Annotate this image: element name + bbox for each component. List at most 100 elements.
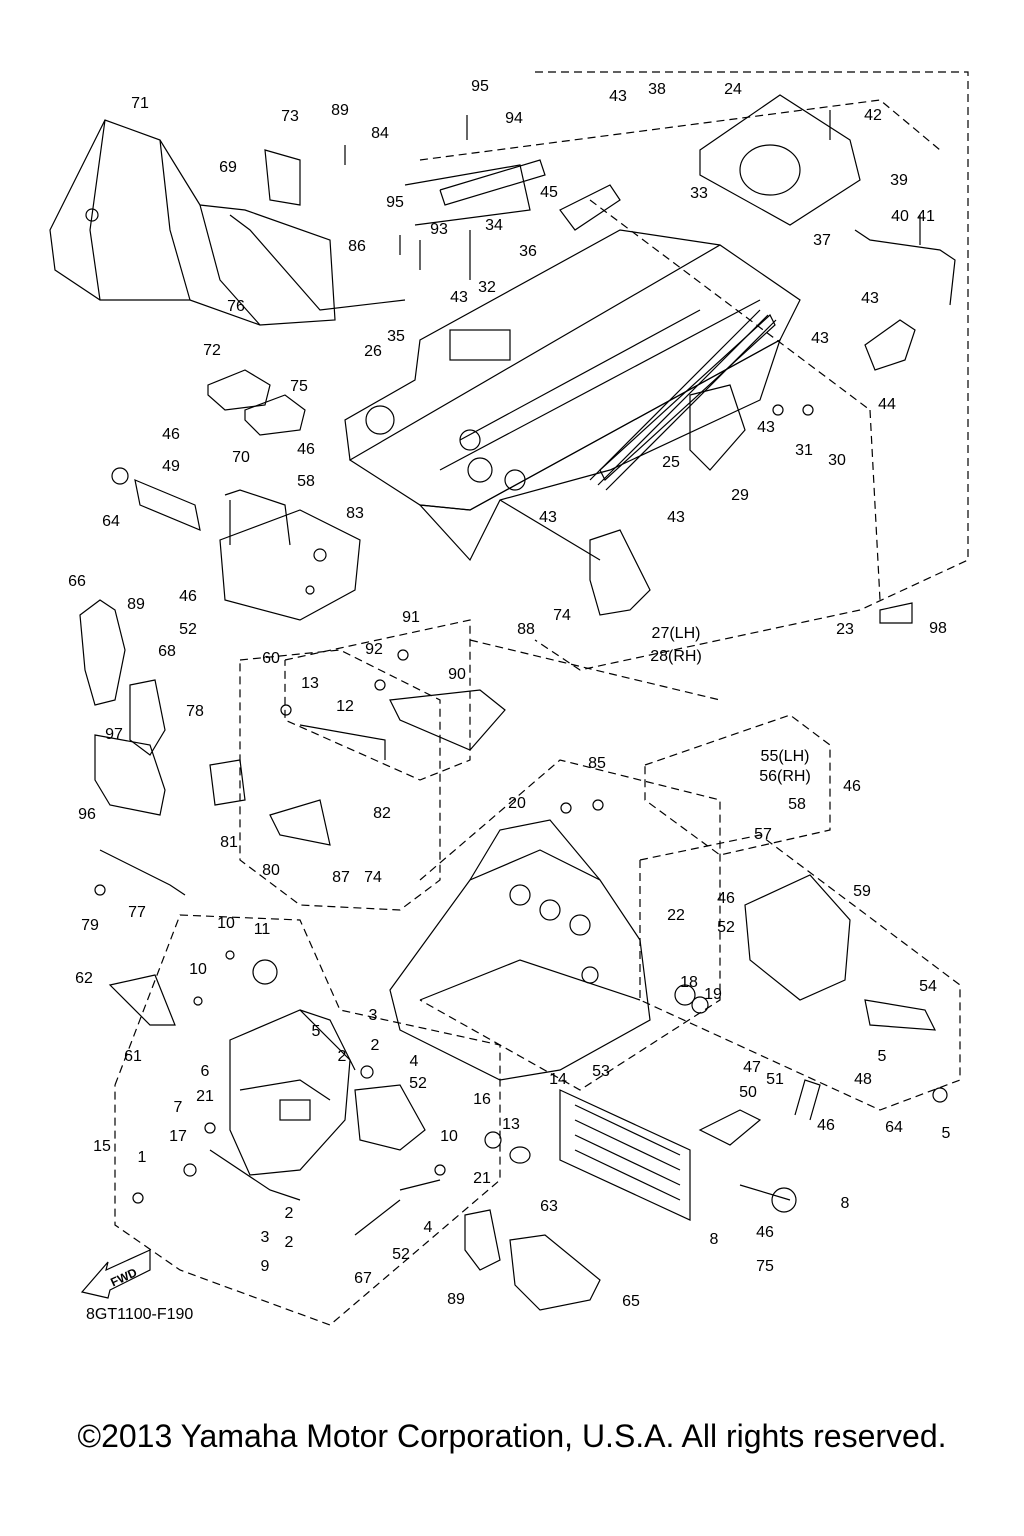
callout-label: 95 (471, 78, 489, 95)
bracket-80 (269, 799, 331, 846)
callout-label: 7 (174, 1099, 183, 1116)
guard-61 (108, 974, 176, 1026)
plate-48 (864, 999, 937, 1031)
callout-label: 43 (667, 509, 685, 526)
callout-label: 21 (196, 1088, 214, 1105)
cover-66 (79, 599, 126, 706)
callout-label: 64 (102, 513, 120, 530)
callout-label: 1 (138, 1149, 147, 1166)
callout-label: 17 (169, 1128, 187, 1145)
callout-label: 76 (227, 298, 245, 315)
callout-label: 2 (285, 1205, 294, 1222)
callout-label: 89 (127, 596, 145, 613)
callout-label: 46 (162, 426, 180, 443)
callout-label: 58 (297, 473, 315, 490)
callout-label: 90 (448, 666, 466, 683)
callout-label: 27(LH) (652, 625, 701, 642)
rear-panel-24 (699, 94, 861, 226)
exploded-parts-diagram: FWD 71 73 89 84 95 94 43 38 24 42 69 95 … (49, 71, 969, 1326)
callout-label: 80 (262, 862, 280, 879)
callout-label: 98 (929, 620, 947, 637)
callout-label: 10 (217, 915, 235, 932)
fasteners (94, 110, 948, 1236)
callout-label: 13 (502, 1116, 520, 1133)
callout-label: 21 (473, 1170, 491, 1187)
callout-label: 10 (189, 961, 207, 978)
callout-label: 89 (331, 102, 349, 119)
callout-label: 70 (232, 449, 250, 466)
callout-label: 43 (539, 509, 557, 526)
callout-label: 8 (710, 1231, 719, 1248)
callout-label: 63 (540, 1198, 558, 1215)
callout-label: 85 (588, 755, 606, 772)
callout-label: 48 (854, 1071, 872, 1088)
callout-label: 13 (301, 675, 319, 692)
callout-label: 25 (662, 454, 680, 471)
callout-label: 12 (336, 698, 354, 715)
callout-label: 9 (261, 1258, 270, 1275)
callout-label: 5 (312, 1023, 321, 1040)
fwd-arrow-label: FWD (108, 1265, 139, 1289)
callout-label: 79 (81, 917, 99, 934)
bracket-27-28 (589, 529, 651, 616)
callout-label: 44 (878, 396, 896, 413)
callout-label: 68 (158, 643, 176, 660)
chassis-tunnel (344, 159, 801, 562)
grab-handle-39 (854, 229, 956, 306)
callout-label: 52 (409, 1075, 427, 1092)
callout-label: 46 (717, 890, 735, 907)
bracket-29 (689, 384, 746, 471)
callout-label: 57 (754, 826, 772, 843)
stopper-44 (864, 319, 916, 371)
callout-label: 28(RH) (650, 648, 702, 665)
callout-label: 18 (680, 974, 698, 991)
diagram-code: 8GT1100-F190 (86, 1306, 194, 1323)
callout-label: 59 (853, 883, 871, 900)
callout-label: 52 (392, 1246, 410, 1263)
callout-label: 33 (690, 185, 708, 202)
callout-label: 31 (795, 442, 813, 459)
callout-label: 60 (262, 650, 280, 667)
callout-label: 23 (836, 621, 854, 638)
callout-label: 91 (402, 609, 420, 626)
callout-label: 78 (186, 703, 204, 720)
callout-label: 20 (508, 795, 526, 812)
callout-label: 43 (450, 289, 468, 306)
callout-label: 46 (179, 588, 197, 605)
callout-label: 36 (519, 243, 537, 260)
callout-label: 54 (919, 978, 937, 995)
callout-label: 26 (364, 343, 382, 360)
callout-label: 39 (890, 172, 908, 189)
callout-label: 43 (609, 88, 627, 105)
callout-label: 43 (861, 290, 879, 307)
callout-label: 74 (553, 607, 571, 624)
copyright-notice: ©2013 Yamaha Motor Corporation, U.S.A. A… (77, 1418, 947, 1454)
callout-label: 53 (592, 1063, 610, 1080)
bracket-50 (698, 1109, 762, 1146)
callout-label: 22 (667, 907, 685, 924)
callout-label: 46 (817, 1117, 835, 1134)
callout-label: 96 (78, 806, 96, 823)
callout-label: 3 (261, 1229, 270, 1246)
callout-label: 19 (704, 986, 722, 1003)
callout-label: 46 (843, 778, 861, 795)
callout-label: 14 (549, 1071, 567, 1088)
callout-label: 4 (424, 1219, 433, 1236)
callout-label: 52 (717, 919, 735, 936)
callout-label: 97 (105, 726, 123, 743)
fwd-arrow-icon (80, 1249, 151, 1299)
callout-label: 64 (885, 1119, 903, 1136)
heat-exchanger-rail (589, 309, 777, 491)
callout-label: 66 (68, 573, 86, 590)
callout-label: 95 (386, 194, 404, 211)
bracket-51 (794, 1079, 821, 1121)
cover-96 (94, 734, 166, 816)
callout-label: 86 (348, 238, 366, 255)
callout-label: 43 (811, 330, 829, 347)
callout-label: 49 (162, 458, 180, 475)
callout-label: 47 (743, 1059, 761, 1076)
callout-label: 46 (297, 441, 315, 458)
callout-label: 46 (756, 1224, 774, 1241)
callout-label: 10 (440, 1128, 458, 1145)
callout-label: 82 (373, 805, 391, 822)
